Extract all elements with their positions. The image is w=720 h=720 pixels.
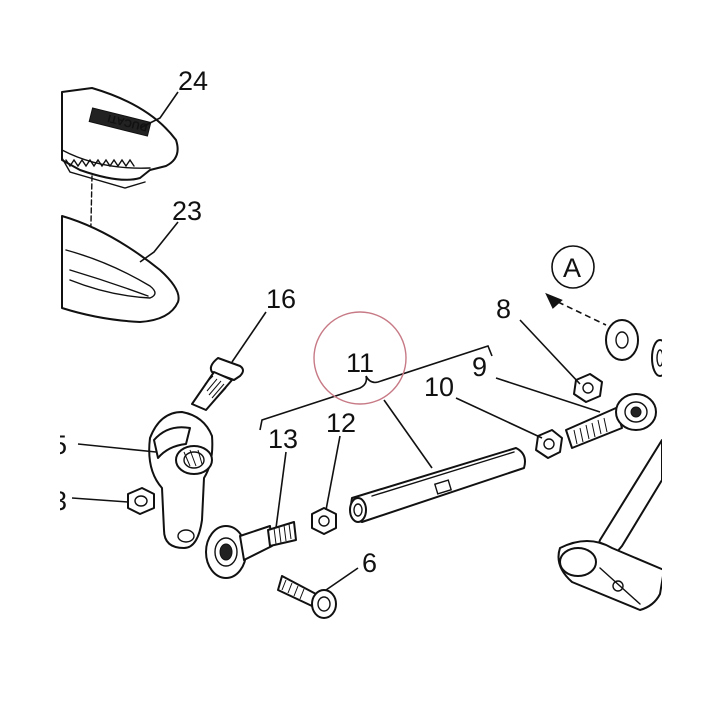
- callout-6: 6: [362, 548, 377, 578]
- callout-24: 24: [178, 66, 208, 96]
- part-16-bolt: [191, 357, 244, 411]
- callout-8: 8: [496, 294, 511, 324]
- callout-16: 16: [266, 284, 296, 314]
- leader-lines: [71, 91, 601, 591]
- part-12-nut: [311, 507, 337, 535]
- view-a-marker: A: [545, 245, 607, 326]
- callout-13: 13: [268, 424, 298, 454]
- washers-group: [605, 319, 669, 377]
- part-6-bolt: [277, 575, 337, 619]
- part-11-linkage-rod: [349, 447, 526, 523]
- part-9-rod-end-right: [565, 393, 657, 449]
- callout-9: 9: [472, 352, 487, 382]
- part-5-lever-arm: [148, 411, 214, 549]
- part-3-nut: [127, 487, 155, 515]
- right-crop-mask: [662, 0, 720, 720]
- part-13-rod-end-left: [205, 521, 297, 579]
- bracket-11: [259, 345, 493, 431]
- left-crop-mask: [0, 0, 60, 720]
- part-10-nut: [535, 429, 563, 459]
- callout-11: 11: [346, 348, 374, 378]
- callout-12: 12: [326, 408, 356, 438]
- callout-23: 23: [172, 196, 202, 226]
- part-8-nut: [573, 373, 603, 403]
- part-23-footpeg: [61, 215, 180, 323]
- view-a-label: A: [563, 253, 581, 283]
- callout-10: 10: [424, 372, 454, 402]
- part-24-footpeg-rubber: DUCATI: [61, 87, 179, 189]
- gear-pedal: [557, 439, 665, 611]
- highlight-circle: [313, 311, 407, 405]
